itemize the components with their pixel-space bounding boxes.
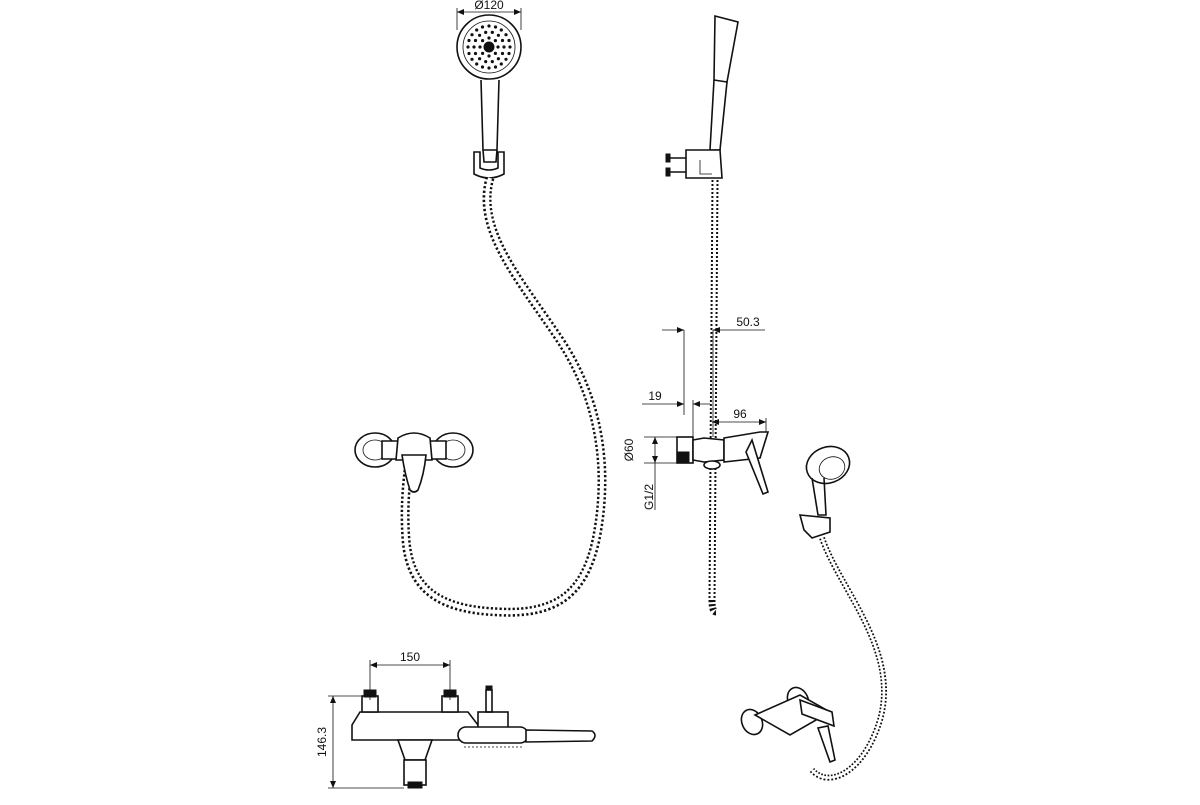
nozzle xyxy=(490,60,494,64)
nozzle xyxy=(470,57,474,61)
nozzle xyxy=(487,36,491,40)
nozzle xyxy=(496,45,500,49)
nozzle xyxy=(499,62,503,66)
shower-holder-front xyxy=(473,151,505,179)
shower-hose-front xyxy=(400,176,607,617)
nozzle xyxy=(473,38,478,43)
nozzle xyxy=(487,66,491,70)
isometric-view xyxy=(740,445,888,781)
dim-inlet-spacing: 150 xyxy=(400,650,420,664)
nozzle xyxy=(466,45,470,49)
nozzle xyxy=(467,38,471,43)
dim-rail-offset: 50.3 xyxy=(736,315,760,329)
mixer-front xyxy=(354,432,474,493)
dim-mixer-projection: 96 xyxy=(733,407,747,421)
nozzle xyxy=(493,39,497,43)
nozzle xyxy=(502,45,506,49)
nozzle xyxy=(507,51,511,56)
nozzle xyxy=(480,65,485,69)
spray-nozzles xyxy=(466,24,512,70)
mixer-lever-side xyxy=(745,437,769,496)
nozzle xyxy=(480,25,485,29)
nozzle xyxy=(478,33,482,37)
nozzle xyxy=(490,30,494,34)
iso-shower-head xyxy=(805,445,851,516)
dim-thread: G1/2 xyxy=(642,484,656,510)
dim-total-height: 146.3 xyxy=(315,727,329,757)
nozzle xyxy=(493,25,498,29)
top-view: 150 146.3 xyxy=(315,650,596,789)
dim-head-diameter: Ø120 xyxy=(474,0,504,12)
nozzle xyxy=(475,62,479,66)
nozzle xyxy=(504,57,508,61)
nozzle xyxy=(508,45,512,49)
shower-holder-side xyxy=(665,149,723,179)
nozzle xyxy=(493,51,497,56)
shower-hose-side xyxy=(708,179,719,616)
iso-mixer xyxy=(740,686,836,764)
nozzle xyxy=(507,38,511,43)
nozzle xyxy=(487,24,491,28)
nozzle xyxy=(478,57,482,61)
nozzle xyxy=(467,51,471,56)
nozzle xyxy=(472,45,476,49)
hand-shower-side xyxy=(713,14,739,83)
nozzle xyxy=(493,65,498,69)
nozzle xyxy=(500,51,505,56)
nozzle xyxy=(496,57,500,61)
nozzle xyxy=(496,33,500,37)
front-view: Ø120 xyxy=(354,0,607,617)
nozzle xyxy=(499,28,503,32)
hand-shower-head-front xyxy=(456,14,522,80)
nozzle xyxy=(481,51,485,56)
hand-shower-handle xyxy=(480,79,500,151)
nozzle xyxy=(484,30,488,34)
nozzle xyxy=(487,54,491,58)
side-view: 50.3 19 96 Ø60 G1/2 xyxy=(622,14,770,616)
nozzle xyxy=(500,38,505,43)
mixer-lever-front xyxy=(401,454,427,493)
nozzle xyxy=(504,33,508,37)
dim-flange-diameter: Ø60 xyxy=(622,438,636,461)
nozzle xyxy=(478,45,482,49)
dim-wall-gap: 19 xyxy=(648,389,662,403)
nozzle xyxy=(473,51,478,56)
nozzle xyxy=(475,28,479,32)
nozzle xyxy=(484,60,488,64)
mixer-side xyxy=(676,431,770,496)
nozzle xyxy=(481,39,485,43)
nozzle xyxy=(470,33,474,37)
hand-shower-head-top xyxy=(457,726,596,748)
